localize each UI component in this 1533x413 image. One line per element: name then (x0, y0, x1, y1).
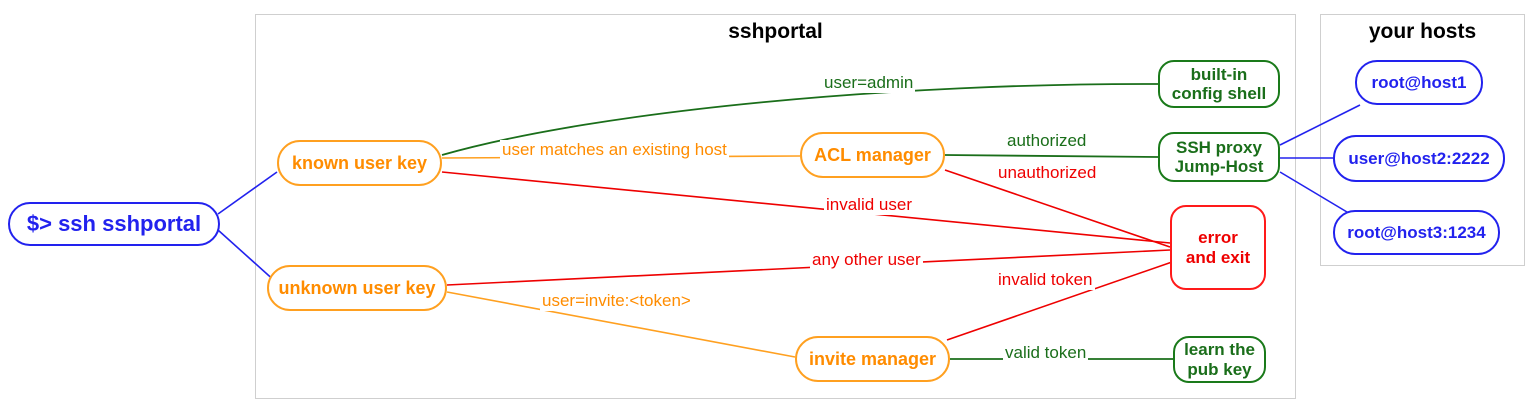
edge-label-user-invite-token: user=invite:<token> (540, 291, 693, 311)
node-unknown-user-key[interactable]: unknown user key (267, 265, 447, 311)
edge-label-user-admin: user=admin (822, 73, 916, 93)
edge-label-unauthorized: unauthorized (996, 163, 1099, 183)
node-acl-manager[interactable]: ACL manager (800, 132, 945, 178)
node-learn-the-pub-key[interactable]: learn the pub key (1173, 336, 1266, 383)
node-host3[interactable]: root@host3:1234 (1333, 210, 1500, 255)
edge-label-any-other-user: any other user (810, 250, 923, 270)
node-error-and-exit[interactable]: error and exit (1170, 205, 1266, 290)
edge-label-invalid-user: invalid user (824, 195, 914, 215)
node-known-user-key[interactable]: known user key (277, 140, 442, 186)
panel-sshportal-title: sshportal (728, 20, 823, 43)
edge-label-valid-token: valid token (1003, 343, 1089, 363)
edge-label-user-matches-host: user matches an existing host (500, 140, 729, 160)
node-invite-manager[interactable]: invite manager (795, 336, 950, 382)
node-host1[interactable]: root@host1 (1355, 60, 1483, 105)
panel-sshportal (255, 14, 1296, 399)
node-ssh-entry[interactable]: $> ssh sshportal (8, 202, 220, 246)
node-built-in-config-shell[interactable]: built-in config shell (1158, 60, 1280, 108)
node-host2[interactable]: user@host2:2222 (1333, 135, 1505, 182)
panel-your-hosts-title: your hosts (1368, 20, 1477, 43)
edge-label-authorized: authorized (1005, 131, 1089, 151)
edge-label-invalid-token: invalid token (996, 270, 1095, 290)
node-ssh-proxy-jump-host[interactable]: SSH proxy Jump-Host (1158, 132, 1280, 182)
